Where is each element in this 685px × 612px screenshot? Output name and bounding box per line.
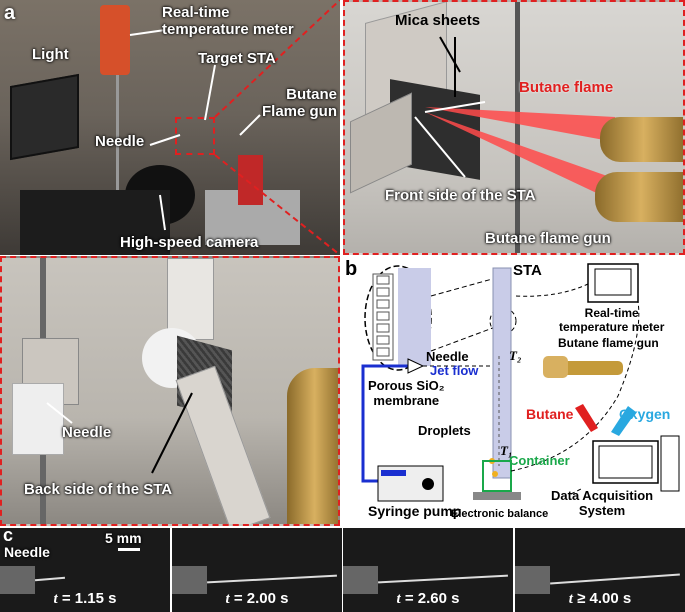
label-butane-flame: Butane flame: [519, 79, 614, 96]
mica-strip-top: [167, 258, 214, 340]
label-camera: High-speed camera: [120, 234, 259, 251]
label-meter-b: Real-time temperature meter: [559, 306, 665, 334]
label-gun-b: Butane flame gun: [558, 336, 659, 350]
frame-3: t = 2.60 s: [343, 528, 513, 612]
label-t2: T₂: [509, 348, 522, 363]
frame-time-3: t = 2.60 s: [396, 590, 460, 607]
jet-streak: [207, 574, 337, 584]
label-syringe: Syringe pump: [368, 503, 462, 519]
zoom-lines: [129, 0, 340, 255]
label-needle-back: Needle: [62, 424, 112, 441]
label-back-side: Back side of the STA: [24, 481, 173, 498]
stand-rod: [515, 2, 520, 253]
flame-gun-nozzle-2: [595, 172, 683, 222]
frame-4: t ≥ 4.00 s: [515, 528, 685, 612]
scale-bar: [118, 548, 140, 551]
label-flame-gun: Butane Flame gun: [262, 86, 338, 120]
label-t1: T₁: [500, 443, 513, 458]
meter-stand: [116, 75, 119, 195]
label-oxygen: Oxygen: [619, 406, 671, 422]
schematic: [361, 263, 680, 502]
label-droplets: Droplets: [418, 423, 471, 438]
gas-canister: [238, 155, 263, 205]
label-gun: Butane flame gun: [485, 230, 611, 247]
panel-a-letter: a: [4, 2, 16, 24]
panel-b-diagram: b: [343, 256, 685, 526]
label-balance: Electronic balance: [451, 508, 549, 520]
label-porous: Porous SiO₂ membrane: [368, 378, 445, 408]
burner-heads: [287, 368, 338, 524]
back-pointer-lines: [46, 392, 193, 474]
frame-time-1: t = 1.15 s: [53, 590, 117, 607]
needle-silhouette: [515, 566, 550, 594]
jet-streak: [34, 576, 66, 582]
panel-back-side: Needle Back side of the STA: [0, 256, 340, 526]
scale-label: 5 mm: [105, 530, 142, 546]
label-sta: STA: [513, 262, 542, 279]
label-meter: Real-time temperature meter: [162, 4, 294, 38]
jet-streak: [378, 574, 508, 584]
frame-2: t = 2.00 s: [172, 528, 342, 612]
frame-1: c Needle 5 mm t = 1.15 s: [0, 528, 170, 612]
panel-zoom: Mica sheets Butane flame Front side of t…: [343, 0, 685, 255]
holder: [12, 383, 64, 455]
needle-silhouette: [343, 566, 378, 594]
frame-time-4: t ≥ 4.00 s: [568, 590, 632, 607]
label-front-side: Front side of the STA: [385, 187, 536, 204]
temperature-meter: [100, 5, 130, 75]
flame-rays: [414, 36, 626, 213]
label-light: Light: [32, 46, 69, 63]
jet-streak: [550, 573, 680, 585]
needle-silhouette: [0, 566, 35, 594]
label-needle: Needle: [95, 133, 145, 150]
panel-a-photo: a Light Real-time temperature meter Targ…: [0, 0, 340, 255]
label-butane: Butane: [526, 406, 574, 422]
label-target: Target STA: [198, 50, 276, 67]
frame-time-2: t = 2.00 s: [225, 590, 289, 607]
label-needle-b: Needle: [426, 349, 469, 364]
label-container: Container: [509, 453, 570, 468]
camera-body: [20, 190, 170, 255]
label-jet: Jet flow: [430, 363, 479, 378]
label-daq: Data Acquisition System: [551, 488, 654, 518]
flame-gun-nozzle-1: [600, 117, 683, 162]
label-needle-c: Needle: [4, 544, 50, 560]
needle-silhouette: [172, 566, 207, 594]
panel-b-letter: b: [345, 258, 358, 280]
panel-c-letter: c: [3, 528, 14, 545]
label-mica: Mica sheets: [395, 12, 481, 29]
